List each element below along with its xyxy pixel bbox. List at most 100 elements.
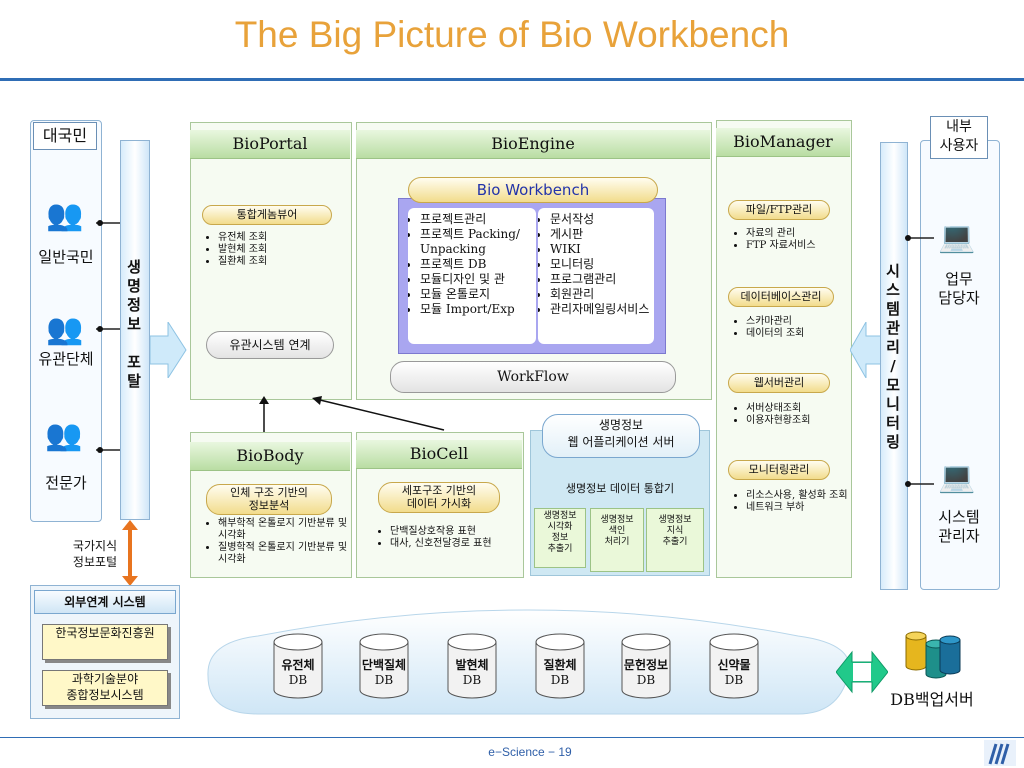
database-cylinder-icon [709, 633, 759, 699]
biomanager-header: BioManager [716, 128, 850, 157]
database-cylinder-icon [359, 633, 409, 699]
title-underline [0, 78, 1024, 81]
bio-portal-bar [120, 140, 150, 520]
public-users-panel [30, 120, 102, 522]
mgr-item: FTP 자료서비스 [746, 240, 858, 252]
webapp-module[interactable]: 생명정보 색인 처리기 [590, 508, 644, 572]
left-connectors [96, 220, 120, 453]
workbench-feature: 게시판 [550, 227, 654, 242]
external-item-science[interactable]: 과학기술분야 종합정보시스템 [42, 670, 168, 706]
mgr-item: 스카마관리 [746, 316, 858, 328]
workbench-feature: 프로젝트관리 [420, 212, 536, 227]
mgr-item: 리소스사용, 활성화 조회 [746, 490, 890, 502]
biomanager-panel [716, 120, 852, 578]
workbench-feature: 모듈 온톨로지 [420, 287, 536, 302]
bio-workbench-pill[interactable]: Bio Workbench [408, 177, 658, 203]
db-name: 질환체 [543, 658, 577, 672]
user-expert: 전문가 [45, 474, 87, 492]
bioportal-header: BioPortal [190, 130, 350, 159]
biocell-item: 단백질상호작용 표현 [390, 526, 534, 538]
workbench-feature: 프로젝트 Packing/ Unpacking [420, 227, 536, 257]
workbench-list-2-box: 문서작성 게시판 WIKI 모니터링 프로그램관리 회원관리 관리자메일링서비스 [538, 208, 654, 344]
experts-icon: 👥 [45, 418, 83, 453]
workflow-pill[interactable]: WorkFlow [390, 361, 676, 393]
backup-server-label: DB백업서버 [890, 690, 974, 709]
workbench-feature: 프로그램관리 [550, 272, 654, 287]
logo-icon [984, 740, 1016, 766]
workbench-feature: 관리자메일링서비스 [550, 302, 654, 317]
workbench-feature: 모니터링 [550, 257, 654, 272]
backup-sync-arrow-icon [836, 650, 888, 694]
workbench-feature: 회원관리 [550, 287, 654, 302]
db-name: 유전체 [281, 658, 315, 672]
footer-line [0, 737, 1024, 738]
connection-arrows [259, 396, 445, 434]
user-staff: 업무 담당자 [938, 270, 980, 307]
workbench-feature: 문서작성 [550, 212, 654, 227]
db-sub: DB [288, 673, 308, 687]
bioportal-item: 유전체 조회 [218, 232, 358, 244]
db-name: 신약물 [717, 658, 751, 672]
page-title: The Big Picture of Bio Workbench [234, 14, 790, 55]
mgr-item: 이용자현황조회 [746, 415, 858, 427]
biocell-header: BioCell [356, 440, 522, 469]
office-workers-icon: 👥 [46, 198, 84, 233]
user-organization: 유관단체 [38, 350, 94, 368]
biobody-pill[interactable]: 인체 구조 기반의 정보분석 [206, 484, 332, 515]
db-name: 발현체 [455, 658, 489, 672]
workbench-feature: WIKI [550, 242, 654, 257]
staff-computer-icon: 💻 [938, 220, 976, 255]
sysadmin-icon: 💻 [938, 460, 976, 495]
workbench-feature: 모듈디자인 및 관 [420, 272, 536, 287]
related-system-link-button[interactable]: 유관시스템 연계 [206, 331, 334, 359]
group-people-icon: 👥 [46, 312, 84, 347]
user-sysadmin: 시스템 관리자 [938, 508, 980, 545]
backup-server-icon [905, 631, 961, 679]
biocell-pill[interactable]: 세포구조 기반의 데이터 가시화 [378, 482, 500, 513]
database-cylinder-icon [535, 633, 585, 699]
internal-users-header: 내부 사용자 [930, 116, 988, 159]
db-name: 문헌정보 [623, 658, 669, 672]
mgr-group-title[interactable]: 파일/FTP관리 [728, 200, 830, 220]
db-sub: DB [636, 673, 656, 687]
webapp-module[interactable]: 생명정보 지식 추출기 [646, 508, 704, 572]
mgr-group-title[interactable]: 모니터링관리 [728, 460, 830, 480]
db-sub: DB [550, 673, 570, 687]
footer-page-label: e−Science − 19 [488, 745, 572, 759]
biobody-item: 질병학적 온톨로지 기반분류 및 시각화 [218, 542, 358, 566]
arrow-left-icon [850, 322, 882, 378]
bioportal-item: 질환체 조회 [218, 256, 358, 268]
mgr-item: 자료의 관리 [746, 228, 858, 240]
user-general: 일반국민 [38, 248, 94, 266]
database-cylinder-icon [447, 633, 497, 699]
bioengine-header: BioEngine [356, 130, 710, 159]
public-header: 대국민 [33, 122, 97, 150]
workbench-feature: 프로젝트 DB [420, 257, 536, 272]
genome-viewer-pill[interactable]: 통합게놈뷰어 [202, 205, 332, 225]
webapp-module[interactable]: 생명정보 시각화 정보 추출기 [534, 508, 586, 568]
biobody-header: BioBody [190, 442, 350, 471]
national-portal-label: 국가지식 정보포털 [72, 539, 118, 569]
system-management-bar [880, 142, 908, 590]
database-cylinder-icon [273, 633, 323, 699]
external-item-kado[interactable]: 한국정보문화진흥원 [42, 624, 168, 660]
mgr-item: 네트워크 부하 [746, 502, 890, 514]
internal-users-panel [920, 140, 1000, 590]
workbench-feature: 모듈 Import/Exp [420, 302, 536, 317]
bidirectional-arrow-icon [122, 520, 138, 586]
mgr-group-title[interactable]: 웹서버관리 [728, 373, 830, 393]
mgr-item: 서버상태조회 [746, 403, 858, 415]
db-sub: DB [374, 673, 394, 687]
right-connectors [905, 235, 934, 487]
data-integrator-label: 생명정보 데이터 통합기 [565, 482, 675, 495]
mgr-group-title[interactable]: 데이터베이스관리 [728, 287, 834, 307]
db-sub: DB [462, 673, 482, 687]
arrow-right-icon [150, 322, 187, 378]
db-name: 단백질체 [361, 658, 407, 672]
webapp-server-title: 생명정보 웹 어플리케이션 서버 [542, 414, 700, 458]
external-systems-header: 외부연계 시스템 [34, 590, 176, 614]
biocell-item: 대사, 신호전달경로 표현 [390, 538, 534, 550]
workbench-list-1-box: 프로젝트관리 프로젝트 Packing/ Unpacking 프로젝트 DB 모… [408, 208, 536, 344]
